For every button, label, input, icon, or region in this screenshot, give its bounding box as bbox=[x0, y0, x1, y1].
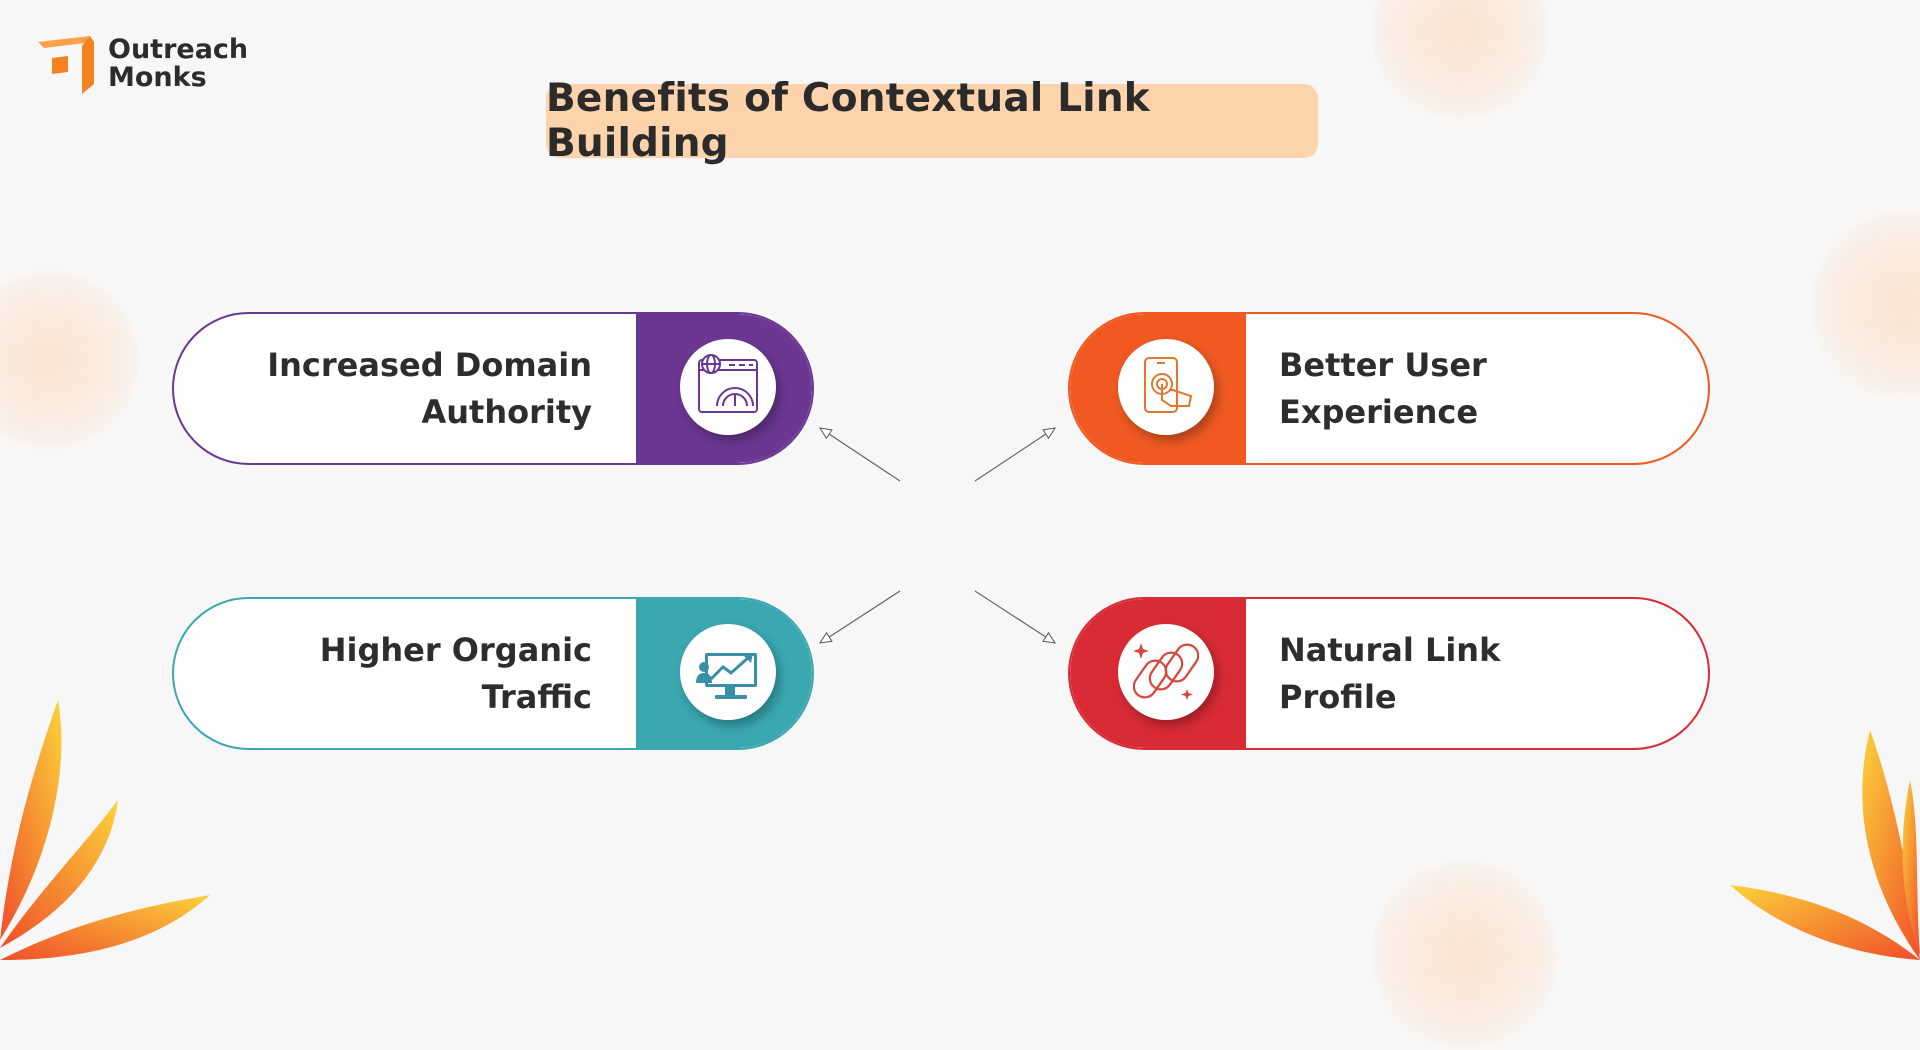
card-label: Better User Experience bbox=[1279, 312, 1487, 465]
chain-link-icon bbox=[1133, 643, 1199, 700]
card-icon-circle bbox=[1118, 624, 1214, 720]
connector-arrows bbox=[818, 427, 1057, 644]
arrow-to-user-experience bbox=[974, 427, 1057, 482]
card-label-line1: Better User bbox=[1279, 345, 1487, 384]
background-blob bbox=[0, 270, 140, 450]
decorative-leaves-left bbox=[0, 700, 210, 960]
card-label-line1: Natural Link bbox=[1279, 630, 1501, 669]
card-label-line1: Increased Domain bbox=[267, 345, 592, 384]
card-label-line2: Authority bbox=[421, 392, 592, 431]
benefit-card-user-experience: Better User Experience bbox=[1068, 312, 1710, 465]
card-label: Increased Domain Authority bbox=[172, 312, 592, 465]
growth-chart-monitor-icon bbox=[696, 653, 757, 699]
card-icon-circle bbox=[1118, 339, 1214, 435]
card-label-line2: Traffic bbox=[481, 677, 592, 716]
arrow-to-natural-link bbox=[974, 590, 1057, 644]
arrow-to-organic-traffic bbox=[818, 590, 901, 644]
card-label: Natural Link Profile bbox=[1279, 597, 1500, 750]
brand-name-line1: Outreach bbox=[108, 34, 249, 65]
card-icon-circle bbox=[680, 624, 776, 720]
card-label: Higher Organic Traffic bbox=[172, 597, 592, 750]
brand-name: Outreach Monks bbox=[108, 36, 248, 92]
benefit-card-domain-authority: Increased Domain Authority bbox=[172, 312, 814, 465]
card-label-line1: Higher Organic bbox=[319, 630, 592, 669]
card-label-line2: Experience bbox=[1279, 392, 1479, 431]
card-label-line2: Profile bbox=[1279, 677, 1397, 716]
benefit-card-organic-traffic: Higher Organic Traffic bbox=[172, 597, 814, 750]
domain-authority-gauge-icon bbox=[698, 354, 758, 413]
phone-touch-icon bbox=[1144, 357, 1193, 413]
title-banner: Benefits of Contextual Link Building bbox=[546, 76, 1318, 166]
arrow-to-domain-authority bbox=[818, 427, 901, 482]
decorative-leaves-right bbox=[1730, 730, 1920, 960]
card-icon-circle bbox=[680, 339, 776, 435]
benefit-card-natural-link: Natural Link Profile bbox=[1068, 597, 1710, 750]
brand-logo-mark-icon bbox=[38, 36, 94, 94]
brand-logo: Outreach Monks bbox=[34, 32, 248, 96]
brand-name-line2: Monks bbox=[108, 62, 207, 93]
page-title: Benefits of Contextual Link Building bbox=[546, 76, 1150, 166]
